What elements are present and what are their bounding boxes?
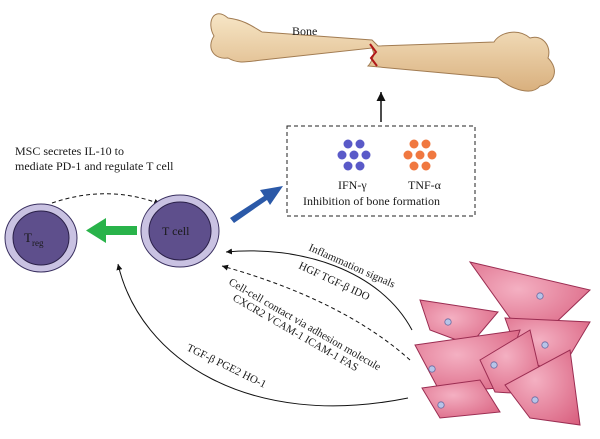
msc-nuclei	[428, 292, 549, 409]
blue-arrow	[230, 186, 283, 223]
msc-note-line2: mediate PD-1 and regulate T cell	[15, 159, 174, 173]
treg-label: Treg	[24, 230, 44, 248]
label-cxcr2: CXCR2 VCAM-1 ICAM-1 FAS	[231, 292, 361, 374]
msc-note-line1: MSC secretes IL-10 to	[15, 144, 124, 158]
tnf-alpha-label: TNF-α	[408, 178, 442, 192]
label-tgf-beta: TGF-β PGE2 HO-1	[185, 342, 268, 391]
cytokine-box	[286, 125, 476, 217]
t-cell	[140, 194, 220, 268]
arrow-tgf-beta	[116, 263, 409, 407]
bone-label: Bone	[292, 24, 317, 38]
msc-cluster	[414, 261, 592, 426]
arrow-cell-contact	[221, 264, 411, 361]
inhibition-caption: Inhibition of bone formation	[303, 194, 440, 208]
green-arrow	[86, 218, 137, 243]
treg-label-main: T	[24, 230, 32, 245]
tnf-alpha-cluster	[403, 139, 437, 171]
treg-cell	[4, 203, 78, 273]
arrow-inflammation-signals	[225, 248, 413, 331]
ifn-gamma-cluster	[337, 139, 371, 171]
ifn-gamma-label: IFN-γ	[338, 178, 367, 192]
tcell-label: T cell	[162, 224, 190, 238]
dashed-arrow-treg-to-tcell	[51, 193, 161, 205]
treg-label-sub: reg	[32, 238, 44, 248]
bone-illustration	[210, 13, 555, 92]
